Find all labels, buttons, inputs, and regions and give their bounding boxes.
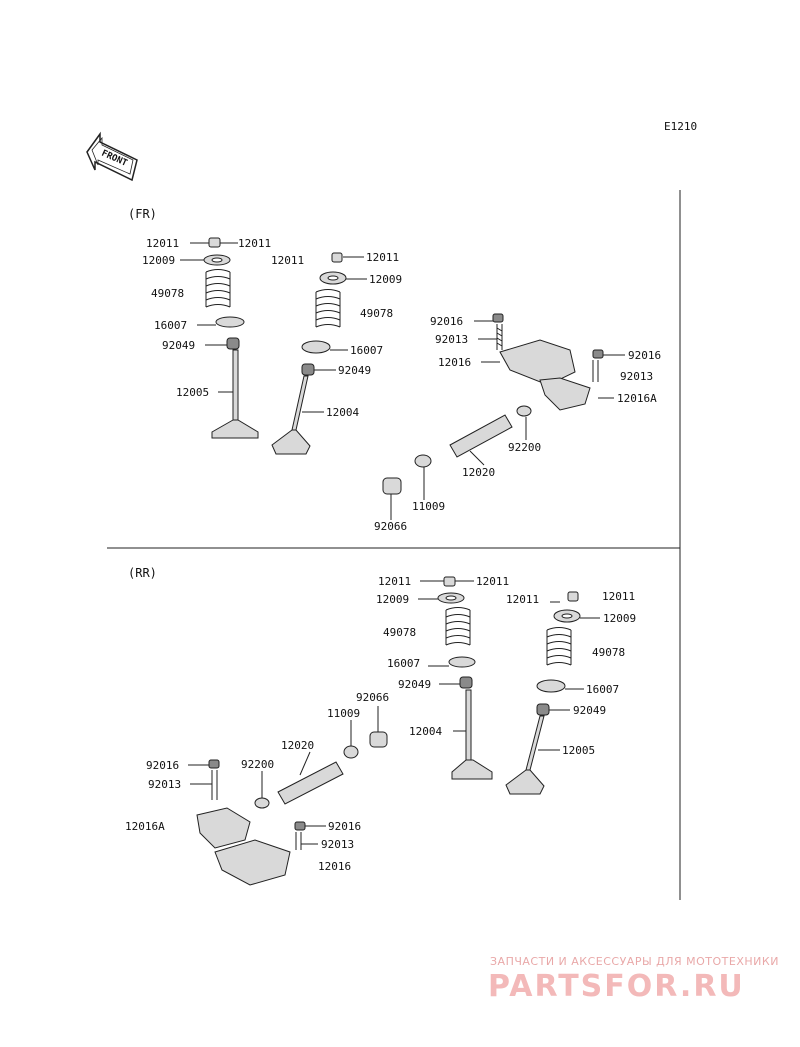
- rr-label-a6: 92049: [398, 678, 431, 691]
- rr-label-a2: 12011: [476, 575, 509, 588]
- fr-label-a1: 12011: [146, 237, 179, 250]
- rr-label-b4: 49078: [592, 646, 625, 659]
- rr-label-a3: 12009: [376, 593, 409, 606]
- rr-valve-assembly-right: [505, 591, 581, 795]
- diagram-code: E1210: [664, 120, 697, 133]
- rr-label-a4: 49078: [383, 626, 416, 639]
- fr-label-b6: 92049: [338, 364, 371, 377]
- fr-label-a4: 49078: [151, 287, 184, 300]
- section-label-rr: (RR): [128, 566, 157, 580]
- fr-label-c8: 12020: [462, 466, 495, 479]
- watermark-tagline: ЗАПЧАСТИ И АКСЕССУАРЫ ДЛЯ МОТОТЕХНИКИ: [490, 955, 779, 968]
- fr-label-c7: 92200: [508, 441, 541, 454]
- front-arrow-icon: FRONT: [86, 131, 138, 182]
- rr-label-c5: 92200: [241, 758, 274, 771]
- rr-label-c3: 12020: [281, 739, 314, 752]
- fr-label-b1: 12011: [271, 254, 304, 267]
- rr-label-a5: 16007: [387, 657, 420, 670]
- fr-label-c3: 12016: [438, 356, 471, 369]
- rr-label-c2: 11009: [327, 707, 360, 720]
- rr-label-c8: 92016: [328, 820, 361, 833]
- fr-label-c9: 11009: [412, 500, 445, 513]
- rr-rocker-assembly: [196, 731, 388, 886]
- fr-label-a7: 12005: [176, 386, 209, 399]
- fr-label-c2: 92013: [435, 333, 468, 346]
- fr-rocker-assembly: [382, 313, 604, 495]
- rr-label-c4: 92016: [146, 759, 179, 772]
- fr-valve-assembly-left: [203, 237, 259, 439]
- fr-label-c10: 92066: [374, 520, 407, 533]
- fr-label-a3: 12009: [142, 254, 175, 267]
- rr-valve-assembly-left: [437, 576, 493, 780]
- fr-label-a2: 12011: [238, 237, 271, 250]
- rr-label-c1: 92066: [356, 691, 389, 704]
- rr-label-c10: 12016: [318, 860, 351, 873]
- fr-label-a5: 16007: [154, 319, 187, 332]
- fr-label-b7: 12004: [326, 406, 359, 419]
- rr-label-a7: 12004: [409, 725, 442, 738]
- fr-label-c4: 92016: [628, 349, 661, 362]
- rr-label-c9: 92013: [321, 838, 354, 851]
- rr-label-a1: 12011: [378, 575, 411, 588]
- fr-label-c5: 92013: [620, 370, 653, 383]
- rr-label-b5: 16007: [586, 683, 619, 696]
- rr-label-b7: 12005: [562, 744, 595, 757]
- rr-label-c6: 92013: [148, 778, 181, 791]
- watermark-brand: PARTSFOR.RU: [488, 969, 745, 1004]
- fr-label-b2: 12011: [366, 251, 399, 264]
- fr-valve-assembly-right: [271, 252, 347, 455]
- section-label-fr: (FR): [128, 207, 157, 221]
- fr-label-b3: 12009: [369, 273, 402, 286]
- fr-label-c6: 12016A: [617, 392, 657, 405]
- fr-label-b5: 16007: [350, 344, 383, 357]
- fr-label-b4: 49078: [360, 307, 393, 320]
- fr-label-c1: 92016: [430, 315, 463, 328]
- rr-label-b3: 12009: [603, 612, 636, 625]
- fr-label-a6: 92049: [162, 339, 195, 352]
- rr-label-c7: 12016A: [125, 820, 165, 833]
- rr-label-b6: 92049: [573, 704, 606, 717]
- rr-label-b1: 12011: [506, 593, 539, 606]
- rr-label-b2: 12011: [602, 590, 635, 603]
